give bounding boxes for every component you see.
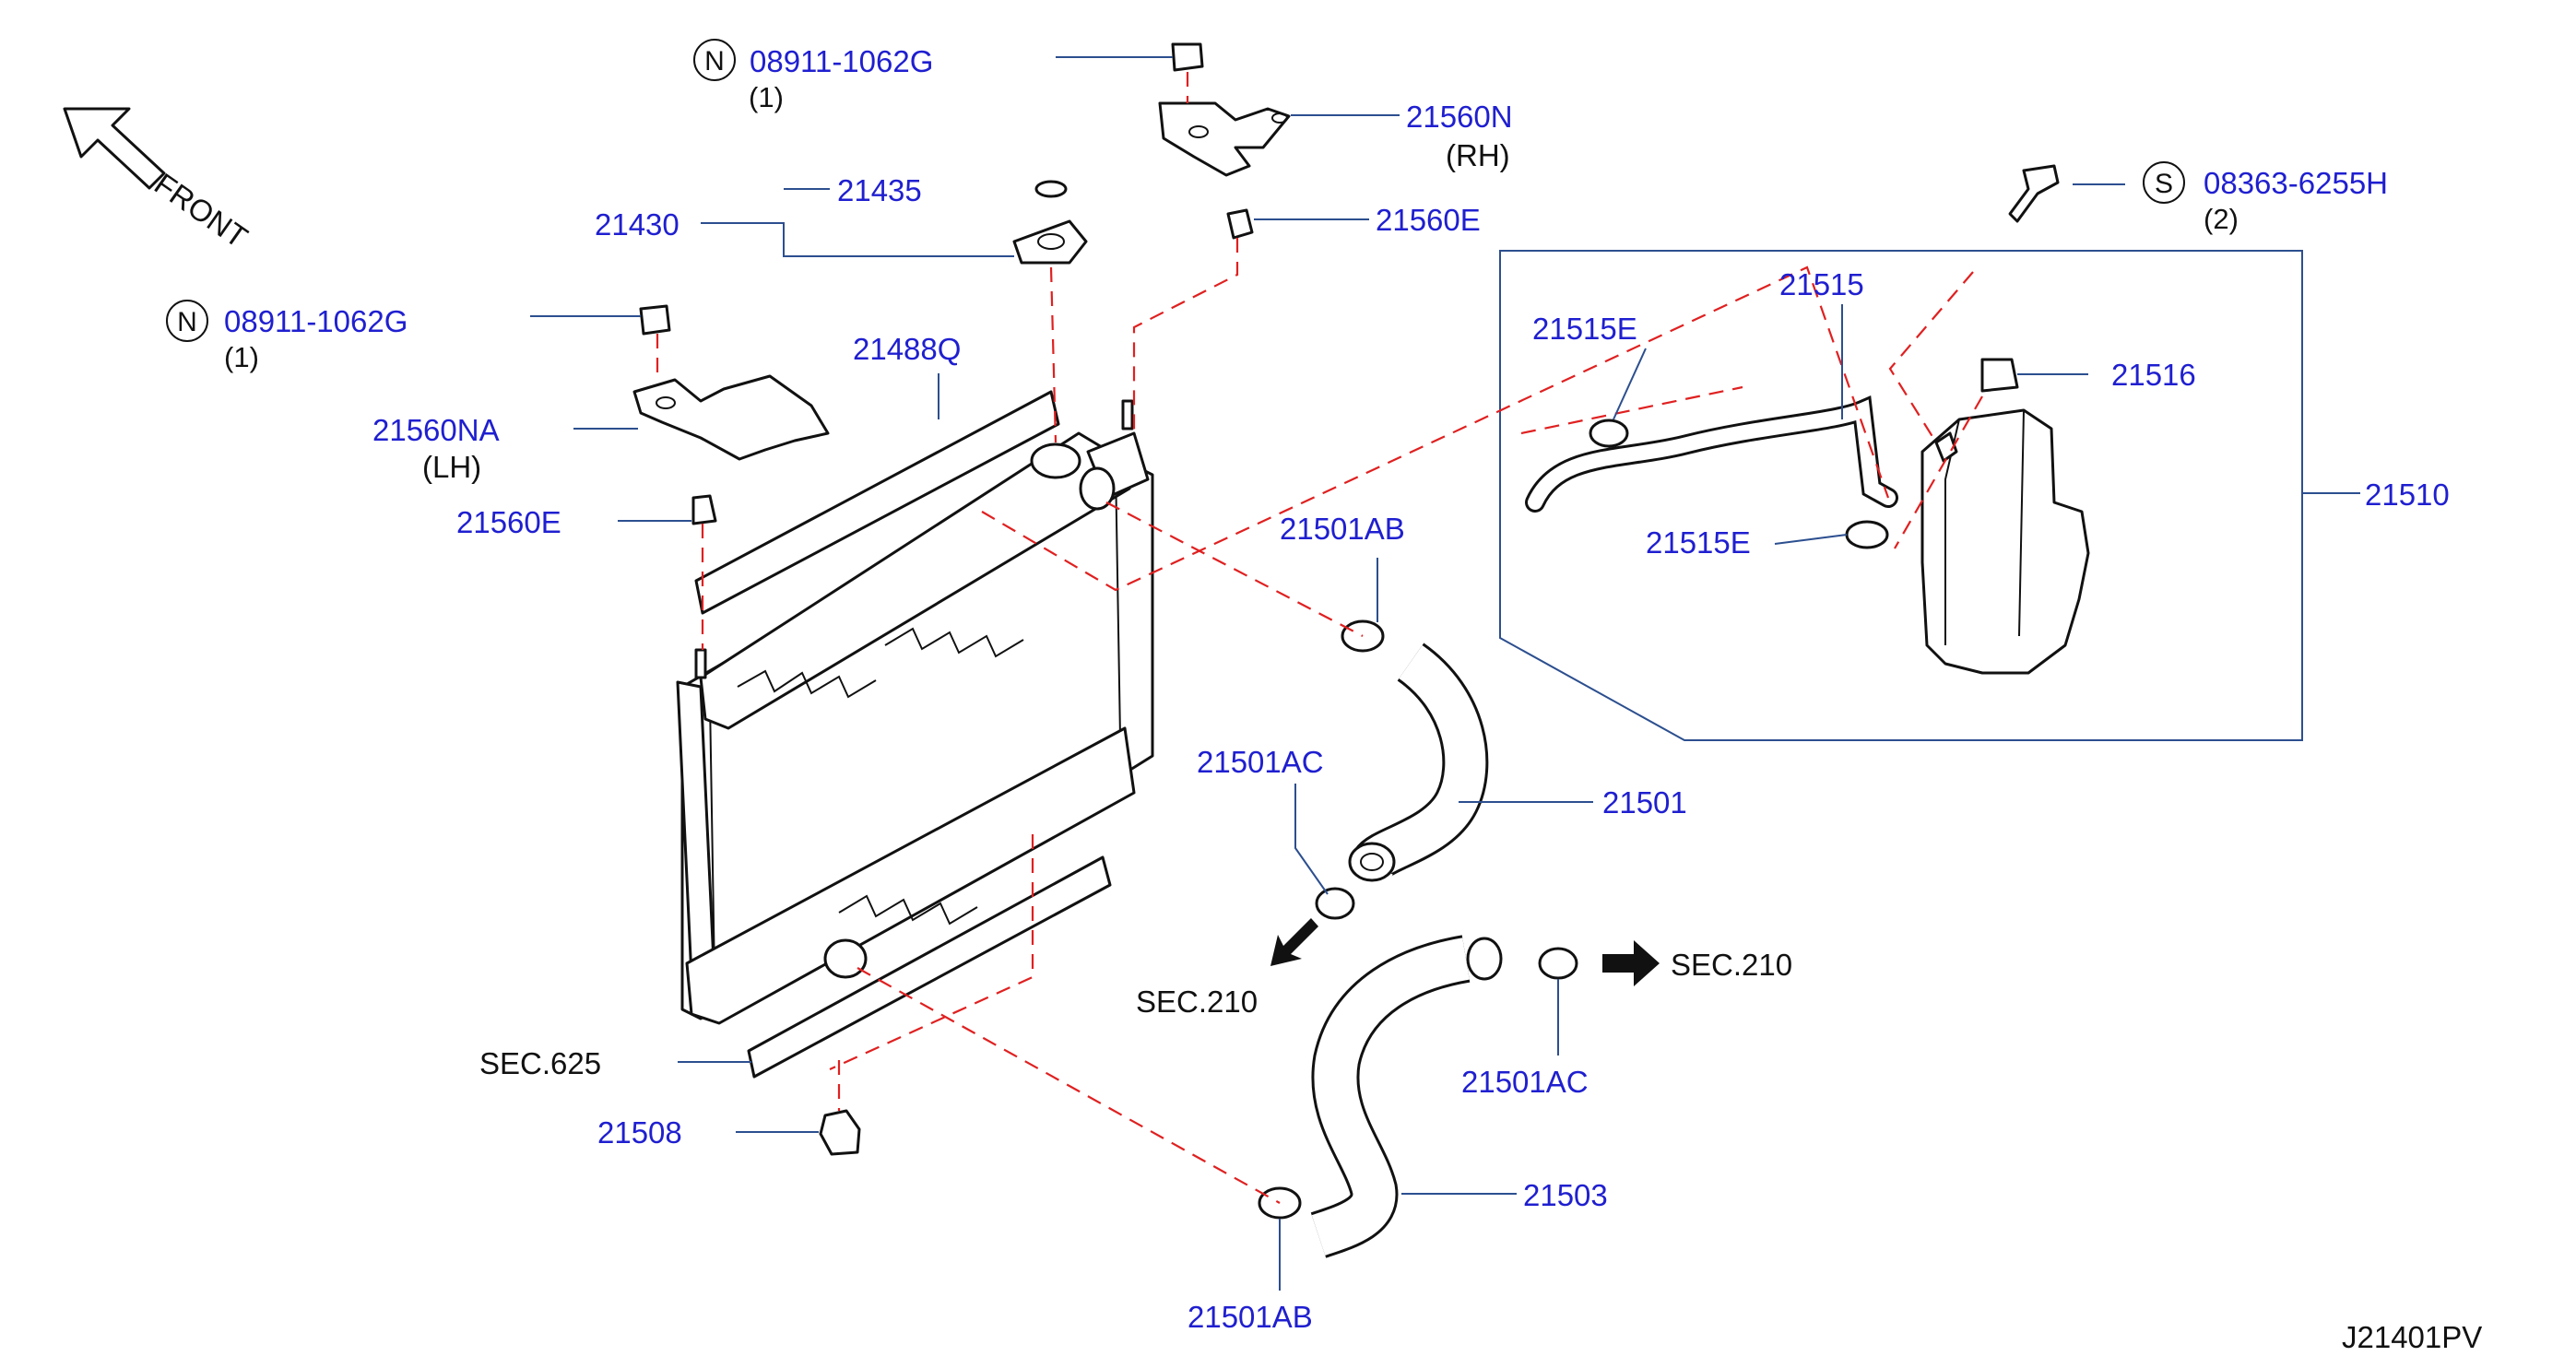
- label-sec210-left: SEC.210: [1136, 985, 1258, 1019]
- label-21515e-b: 21515E: [1646, 525, 1751, 560]
- front-label: FRONT: [148, 166, 254, 254]
- arrow-right-icon: [1602, 940, 1660, 986]
- radiator-core[interactable]: [676, 399, 1154, 1025]
- seal-lower-sec625[interactable]: [747, 855, 1112, 1079]
- bushing-21560e-lh[interactable]: [691, 494, 717, 525]
- label-s-code: 08363-6255H: [2204, 166, 2388, 200]
- label-21501: 21501: [1602, 785, 1687, 820]
- label-21488q: 21488Q: [853, 332, 961, 366]
- label-n1-code: 08911-1062G: [750, 44, 933, 78]
- label-21501ab-a: 21501AB: [1280, 512, 1405, 546]
- clamp-21501ac-b[interactable]: [1538, 947, 1578, 980]
- bushing-21560e-rh[interactable]: [1226, 208, 1254, 240]
- label-21435: 21435: [837, 173, 922, 207]
- diagram-code: J21401PV: [2342, 1320, 2482, 1354]
- symbol-n-top: N: [693, 39, 736, 81]
- svg-text:N: N: [704, 46, 725, 77]
- label-21501ab-b: 21501AB: [1188, 1300, 1313, 1334]
- symbol-n-left: N: [166, 300, 208, 342]
- clamp-21515e-b[interactable]: [1845, 520, 1889, 549]
- label-sec210-right: SEC.210: [1671, 948, 1792, 982]
- arrow-left-down-icon: [1270, 918, 1318, 966]
- label-n2-qty: (1): [224, 341, 259, 373]
- label-21560e-rh: 21560E: [1376, 203, 1481, 237]
- label-sec625: SEC.625: [479, 1046, 601, 1080]
- label-21515e-a: 21515E: [1532, 312, 1637, 346]
- label-21510: 21510: [2365, 478, 2450, 512]
- lower-hose-21503[interactable]: [1310, 935, 1503, 1258]
- label-21560na: 21560NA: [372, 413, 500, 447]
- nut-top[interactable]: [1171, 42, 1204, 72]
- label-n1-qty: (1): [749, 81, 784, 113]
- label-21560e-lh: 21560E: [456, 505, 561, 539]
- label-n2-code: 08911-1062G: [224, 304, 408, 338]
- reservoir-cap-21516[interactable]: [1980, 358, 2019, 393]
- upper-hose-21501[interactable]: [1348, 643, 1489, 882]
- assembly-lines: [656, 72, 1983, 1204]
- label-s-qty: (2): [2204, 203, 2239, 235]
- label-21508: 21508: [597, 1115, 682, 1150]
- seal-21488q[interactable]: [694, 390, 1060, 615]
- bolt-s[interactable]: [2008, 164, 2060, 223]
- label-21560n-note: (RH): [1446, 138, 1510, 172]
- nut-left[interactable]: [639, 304, 671, 336]
- leader-lines: [530, 56, 2360, 1291]
- clamp-21501ac-a[interactable]: [1315, 887, 1355, 920]
- label-21430: 21430: [595, 207, 679, 242]
- drain-cock-21508[interactable]: [819, 1109, 861, 1156]
- symbol-s: S: [2143, 161, 2185, 204]
- svg-text:S: S: [2155, 169, 2173, 199]
- bracket-lh-21560na[interactable]: [632, 374, 830, 461]
- svg-text:N: N: [177, 307, 197, 337]
- label-21515: 21515: [1779, 267, 1864, 301]
- label-21501ac-b: 21501AC: [1461, 1065, 1589, 1099]
- label-21560na-note: (LH): [422, 450, 481, 484]
- bracket-rh-21560n[interactable]: [1158, 101, 1291, 177]
- label-21516: 21516: [2111, 358, 2196, 392]
- reservoir-box: [1499, 250, 2303, 741]
- label-21560n: 21560N: [1406, 100, 1513, 134]
- reservoir-tank-21510[interactable]: [1920, 408, 2090, 675]
- label-21501ac-a: 21501AC: [1197, 745, 1324, 779]
- clamp-21515e-a[interactable]: [1589, 419, 1629, 448]
- front-arrow-icon: [63, 107, 166, 190]
- label-21503: 21503: [1523, 1178, 1608, 1212]
- radiator-cap-21430[interactable]: [1012, 180, 1088, 265]
- reservoir-hose-21515[interactable]: [1525, 395, 1898, 513]
